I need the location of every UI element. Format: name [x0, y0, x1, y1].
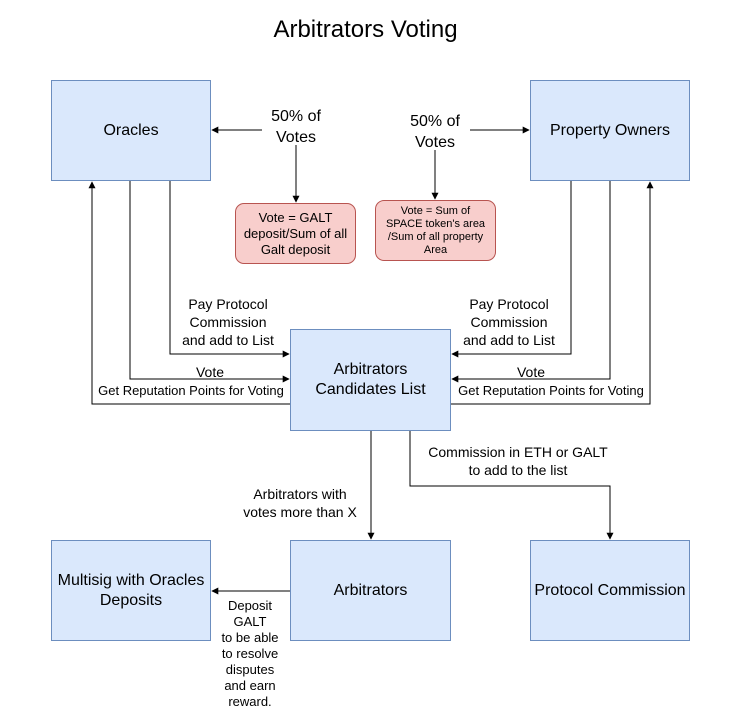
deposit-label: Deposit GALT to be able to resolve dispu… — [221, 598, 279, 709]
votes-left-label: 50% of Votes — [271, 108, 321, 146]
oracles-node: Oracles — [51, 80, 211, 181]
votes-more-label: Arbitrators with votes more than X — [243, 486, 357, 520]
diagram-title: Arbitrators Voting — [273, 16, 458, 43]
space-vote-note: Vote = Sum of SPACE token's area /Sum of… — [375, 200, 496, 261]
pay-left-label: Pay Protocol Commission and add to List — [182, 296, 274, 348]
reputation-right-label: Get Reputation Points for Voting — [458, 383, 644, 398]
arbitrators-node: Arbitrators — [290, 540, 451, 641]
edge-reputation-oracles — [88, 181, 290, 405]
reputation-left-label: Get Reputation Points for Voting — [98, 383, 284, 398]
edge-owners-vote — [451, 181, 611, 383]
votes-right-label: 50% of Votes — [410, 113, 460, 151]
vote-right-label: Vote — [516, 364, 546, 380]
edge-reputation-owners — [451, 181, 654, 405]
vote-left-label: Vote — [195, 364, 225, 380]
multisig-node: Multisig with Oracles Deposits — [51, 540, 211, 641]
pay-right-label: Pay Protocol Commission and add to List — [463, 296, 555, 348]
edge-candidates-to-commission — [409, 431, 614, 540]
candidates-list-node: Arbitrators Candidates List — [290, 329, 451, 431]
edge-oracles-pay — [169, 181, 290, 358]
property-owners-node: Property Owners — [530, 80, 690, 181]
commission-label: Commission in ETH or GALT to add to the … — [428, 444, 608, 478]
edge-oracles-vote — [129, 181, 290, 383]
edge-owners-pay — [451, 181, 572, 358]
galt-vote-note: Vote = GALT deposit/Sum of all Galt depo… — [235, 203, 356, 264]
protocol-commission-node: Protocol Commission — [530, 540, 690, 641]
